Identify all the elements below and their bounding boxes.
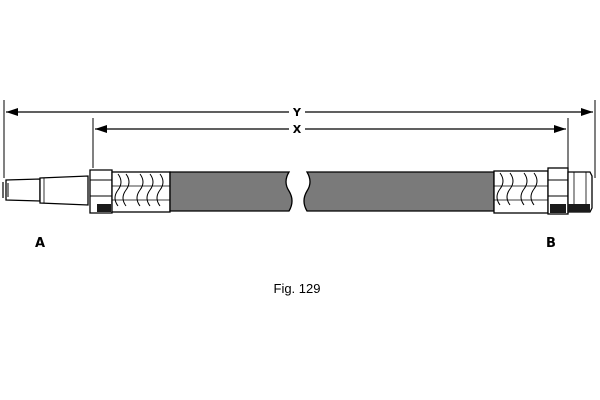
dimension-label-x: X xyxy=(293,123,302,136)
figure-caption: Fig. 129 xyxy=(274,281,321,296)
right-end-fitting xyxy=(493,167,593,215)
left-end-fitting xyxy=(2,169,171,214)
dimension-label-y: Y xyxy=(292,106,302,119)
end-label-a: A xyxy=(35,236,45,251)
hose-segment-left xyxy=(169,171,293,212)
hose-segment-right xyxy=(303,171,495,212)
end-label-b: B xyxy=(546,236,556,251)
